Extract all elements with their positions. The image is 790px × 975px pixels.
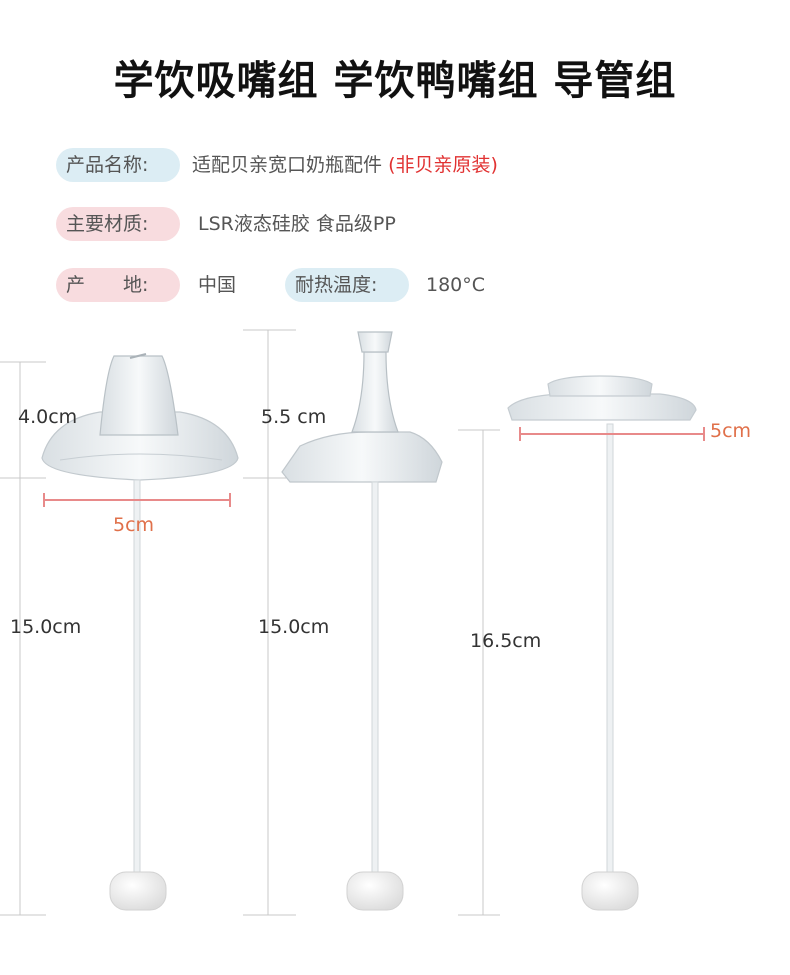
material-value: LSR液态硅胶 食品级PP bbox=[198, 213, 396, 235]
duckbill-weighted-ball bbox=[346, 871, 404, 911]
tube-width-label: 5cm bbox=[710, 420, 752, 442]
origin-label: 产 地: bbox=[56, 268, 180, 302]
spout-base bbox=[41, 411, 239, 481]
spout-product bbox=[41, 353, 239, 911]
width-measure-bars bbox=[43, 427, 705, 507]
tube-product bbox=[507, 375, 697, 911]
tube-straw bbox=[606, 423, 614, 881]
material-label: 主要材质: bbox=[56, 207, 180, 241]
spout-tip bbox=[99, 355, 179, 436]
origin-value: 中国 bbox=[198, 274, 237, 296]
duckbill-height-label: 5.5 cm bbox=[261, 406, 327, 428]
product-name-text: 适配贝亲宽口奶瓶配件 bbox=[192, 154, 383, 176]
spout-width-label: 5cm bbox=[113, 514, 155, 536]
tube-weighted-ball bbox=[581, 871, 639, 911]
tube-straw-length-label: 16.5cm bbox=[470, 630, 542, 652]
duckbill-base bbox=[281, 431, 443, 483]
product-name-value: 适配贝亲宽口奶瓶配件 (非贝亲原装) bbox=[192, 148, 498, 182]
measure-guides bbox=[0, 329, 500, 916]
tube-disc bbox=[507, 393, 697, 421]
spout-straw-length-label: 15.0cm bbox=[10, 616, 82, 638]
spout-straw bbox=[133, 479, 141, 881]
product-name-label: 产品名称: bbox=[56, 148, 180, 182]
product-name-note: (非贝亲原装) bbox=[388, 154, 498, 176]
temperature-value: 180°C bbox=[426, 274, 486, 296]
duckbill-straw-length-label: 15.0cm bbox=[258, 616, 330, 638]
spout-height-label: 4.0cm bbox=[18, 406, 78, 428]
duckbill-tip bbox=[357, 331, 393, 353]
tube-cap-ring bbox=[547, 375, 653, 397]
duckbill-straw bbox=[371, 481, 379, 883]
temperature-label: 耐热温度: bbox=[285, 268, 409, 302]
duckbill-neck bbox=[351, 351, 399, 433]
duckbill-product bbox=[281, 331, 443, 911]
page-title: 学饮吸嘴组 学饮鸭嘴组 导管组 bbox=[113, 58, 677, 104]
spout-weighted-ball bbox=[109, 871, 167, 911]
